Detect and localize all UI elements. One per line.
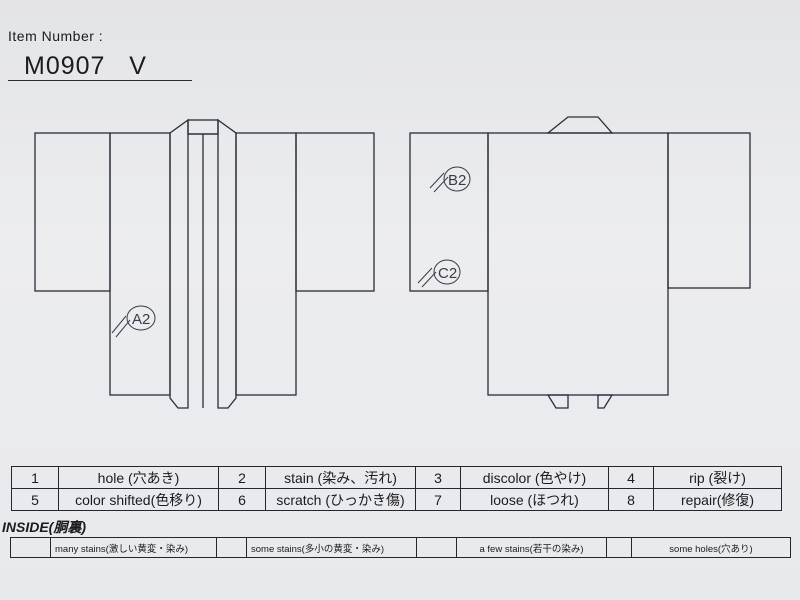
front-right-sleeve bbox=[295, 132, 375, 292]
back-left-collar-foot bbox=[546, 394, 569, 409]
annotation-a2: A2 bbox=[111, 305, 156, 338]
back-right-sleeve bbox=[667, 132, 751, 289]
annotation-c2: C2 bbox=[417, 259, 461, 288]
defect-number: 2 bbox=[218, 466, 266, 489]
item-number-value: M0907 V bbox=[24, 52, 147, 80]
inside-section-title: INSIDE(胴裏) bbox=[2, 519, 86, 535]
front-right-panel bbox=[235, 132, 297, 396]
defect-label: hole (穴あき) bbox=[58, 466, 219, 489]
inside-grade-box bbox=[606, 537, 632, 558]
front-left-sleeve bbox=[34, 132, 111, 292]
inside-grade-label: some stains(多小の黄変・染み) bbox=[246, 537, 417, 558]
defect-label: repair(修復) bbox=[653, 488, 782, 511]
front-view-diagram: A2 bbox=[34, 118, 375, 409]
back-body-panel bbox=[487, 132, 669, 396]
inside-grade-box bbox=[216, 537, 247, 558]
defect-number: 7 bbox=[415, 488, 461, 511]
annotation-b2-label: B2 bbox=[448, 172, 466, 189]
defect-legend-row: 5 color shifted(色移り) 6 scratch (ひっかき傷) 7… bbox=[11, 488, 782, 511]
defect-label: discolor (色やけ) bbox=[460, 466, 609, 489]
inside-grade-row: many stains(激しい黄変・染み) some stains(多小の黄変・… bbox=[10, 537, 791, 558]
inside-grade-box bbox=[10, 537, 51, 558]
front-left-collar bbox=[169, 118, 189, 409]
back-collar-top bbox=[546, 116, 614, 134]
item-number-underline bbox=[8, 80, 192, 81]
inside-grade-label: many stains(激しい黄変・染み) bbox=[50, 537, 217, 558]
inside-grade-label: a few stains(若干の染み) bbox=[456, 537, 607, 558]
annotation-c2-label: C2 bbox=[438, 265, 457, 282]
inside-grade-box bbox=[416, 537, 457, 558]
item-number-label: Item Number : bbox=[8, 28, 104, 44]
defect-number: 3 bbox=[415, 466, 461, 489]
defect-number: 8 bbox=[608, 488, 654, 511]
defect-label: stain (染み、汚れ) bbox=[265, 466, 416, 489]
inside-grade-label: some holes(穴あり) bbox=[631, 537, 791, 558]
defect-legend-row: 1 hole (穴あき) 2 stain (染み、汚れ) 3 discolor … bbox=[11, 466, 782, 489]
annotation-a2-label: A2 bbox=[132, 311, 150, 328]
front-right-collar bbox=[217, 118, 237, 409]
defect-legend-table: 1 hole (穴あき) 2 stain (染み、汚れ) 3 discolor … bbox=[11, 466, 782, 511]
back-right-collar-foot bbox=[597, 394, 614, 409]
defect-label: scratch (ひっかき傷) bbox=[265, 488, 416, 511]
defect-number: 6 bbox=[218, 488, 266, 511]
defect-label: color shifted(色移り) bbox=[58, 488, 219, 511]
garment-diagrams: A2 B2 C2 bbox=[34, 116, 751, 409]
annotation-b2: B2 bbox=[429, 166, 471, 193]
defect-label: rip (裂け) bbox=[653, 466, 782, 489]
defect-label: loose (ほつれ) bbox=[460, 488, 609, 511]
defect-number: 1 bbox=[11, 466, 59, 489]
front-left-panel bbox=[109, 132, 171, 396]
inside-grade-table: many stains(激しい黄変・染み) some stains(多小の黄変・… bbox=[10, 537, 791, 558]
defect-number: 4 bbox=[608, 466, 654, 489]
defect-number: 5 bbox=[11, 488, 59, 511]
front-neck-band bbox=[187, 119, 219, 135]
back-view-diagram: B2 C2 bbox=[409, 116, 751, 409]
